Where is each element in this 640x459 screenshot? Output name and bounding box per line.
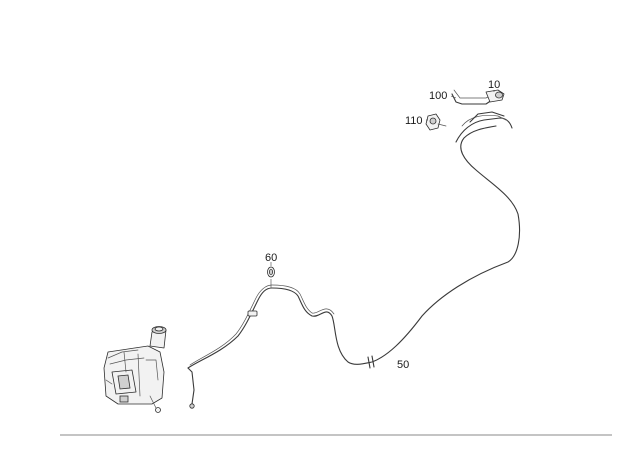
washer-nozzle-icon: [485, 89, 505, 103]
callout-60: 60: [265, 252, 277, 264]
leader-lines: [270, 90, 495, 288]
callout-110: 110: [405, 115, 423, 127]
callout-100: 100: [429, 90, 447, 102]
callout-50: 50: [397, 359, 409, 371]
washer-hose: [187, 125, 521, 369]
reservoir-outlet-pipe: [187, 367, 195, 409]
hose-connector-icon: [425, 113, 447, 131]
washer-fluid-reservoir-icon: [103, 326, 167, 413]
hose-clip-icon: [267, 266, 275, 278]
washer-nozzle-assembly: [425, 89, 513, 143]
callout-10: 10: [488, 79, 500, 91]
